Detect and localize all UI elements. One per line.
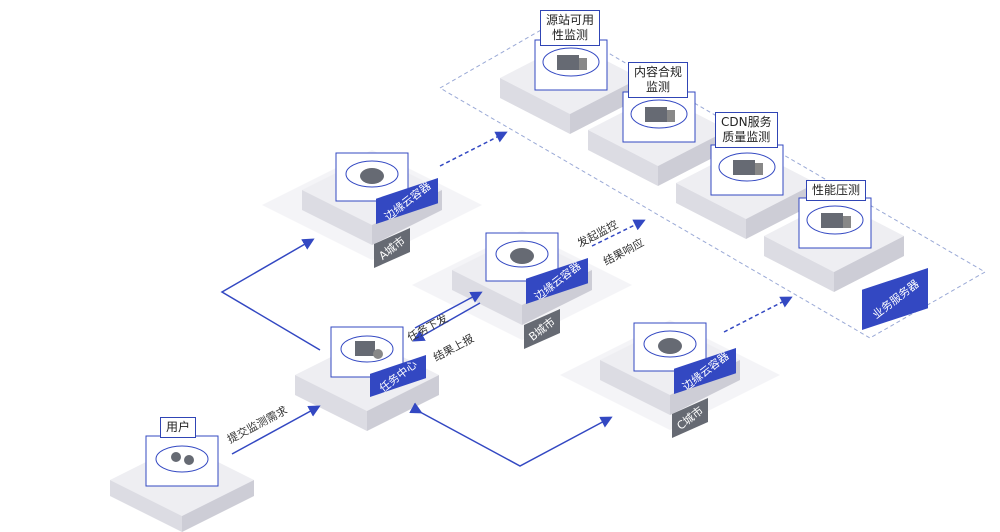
label-line: 性能压测 [812,183,861,197]
edge-taskcenter-to-city-c [409,402,613,467]
label-line: 性监测 [552,28,589,42]
label-line: 源站可用 [546,13,595,27]
server-performance-test [764,197,904,292]
server-icon [806,205,864,235]
server-source-availability [500,39,640,134]
label-line: 质量监测 [722,130,771,144]
edge-user-to-taskcenter [231,405,321,455]
cloud-container-icon [345,160,399,188]
server-content-compliance-label: 内容合规 监测 [628,62,689,98]
server-icon [542,47,600,77]
edge-city-c-to-servers [723,296,793,333]
edge-city-b-to-servers [591,219,646,247]
server-icon [630,99,688,129]
server-performance-test-label: 性能压测 [806,180,867,201]
cloud-container-icon [643,330,697,358]
user-node [110,435,254,532]
label-line: 用户 [166,420,191,434]
label-line: 内容合规 [634,65,683,79]
server-icon [718,152,776,182]
user-label: 用户 [160,417,197,438]
city-b-edge-node [412,230,632,340]
edge-taskcenter-to-city-b [414,291,483,329]
edge-taskcenter-to-city-a [220,238,321,351]
server-source-availability-label: 源站可用 性监测 [540,10,601,46]
edge-city-a-to-servers [439,131,508,167]
city-c-edge-node [560,320,780,430]
server-cdn-quality [676,144,816,239]
server-cdn-quality-label: CDN服务 质量监测 [715,112,778,148]
label-line: CDN服务 [721,115,772,129]
user-icon [155,445,209,473]
cloud-container-icon [495,240,549,268]
edge-city-b-to-taskcenter [412,302,481,342]
task-document-icon [340,335,394,363]
server-content-compliance [588,91,728,186]
city-a-edge-node [262,150,482,260]
label-line: 监测 [646,80,671,94]
